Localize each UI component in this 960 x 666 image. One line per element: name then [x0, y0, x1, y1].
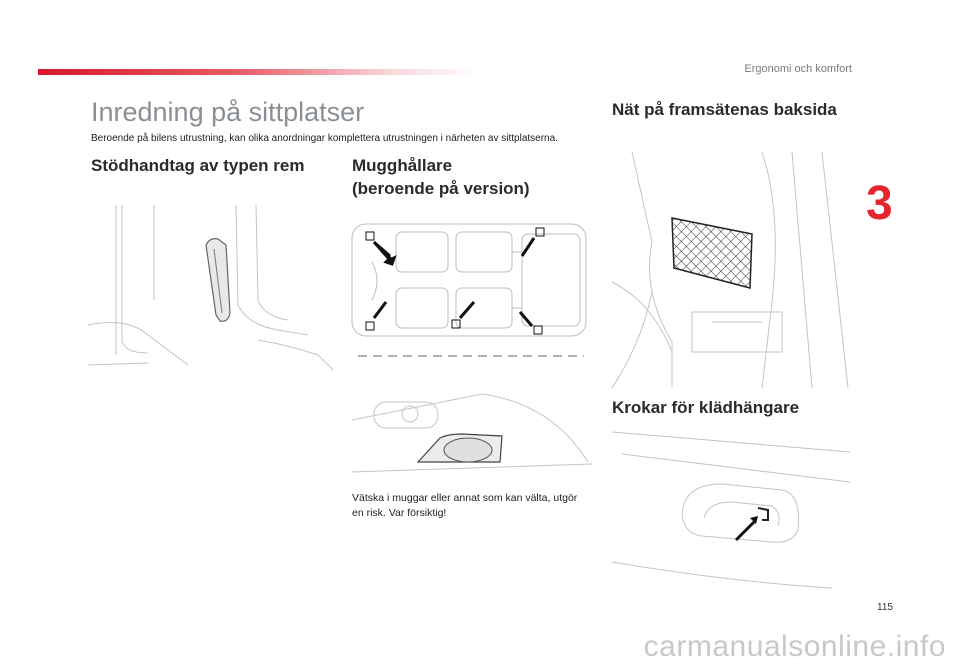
header-section-title: Ergonomi och komfort — [744, 63, 852, 75]
chapter-number: 3 — [866, 177, 893, 230]
hook-arrow — [734, 520, 756, 542]
cupholder-caption: Vätska i muggar eller annat som kan vält… — [352, 492, 578, 520]
watermark-text: carmanualsonline.info — [643, 630, 946, 663]
net-shape — [671, 217, 753, 289]
hooks-section-title: Krokar för klädhängare — [612, 398, 800, 417]
coat-hook-illustration — [611, 431, 851, 589]
cupholder-detail-illustration — [351, 393, 593, 473]
strap-handle-illustration — [87, 204, 334, 371]
page-intro: Beroende på bilens utrustning, kan olika… — [91, 133, 558, 144]
page-title: Inredning på sittplatser — [91, 97, 365, 127]
vehicle-top-view-illustration — [351, 223, 587, 357]
header-red-bar — [38, 69, 478, 75]
strap-section-title: Stödhandtag av typen rem — [91, 156, 305, 175]
cupholder-section-title: Mugghållare (beroende på version) — [352, 155, 530, 201]
cupholder-arrows — [365, 227, 545, 335]
page-number: 115 — [877, 602, 893, 613]
seat-net-illustration — [611, 151, 849, 389]
net-section-title: Nät på framsätenas baksida — [612, 100, 837, 119]
cupholder-title-line1: Mugghållare — [352, 156, 453, 175]
cupholder-title-line2: (beroende på version) — [352, 178, 530, 198]
